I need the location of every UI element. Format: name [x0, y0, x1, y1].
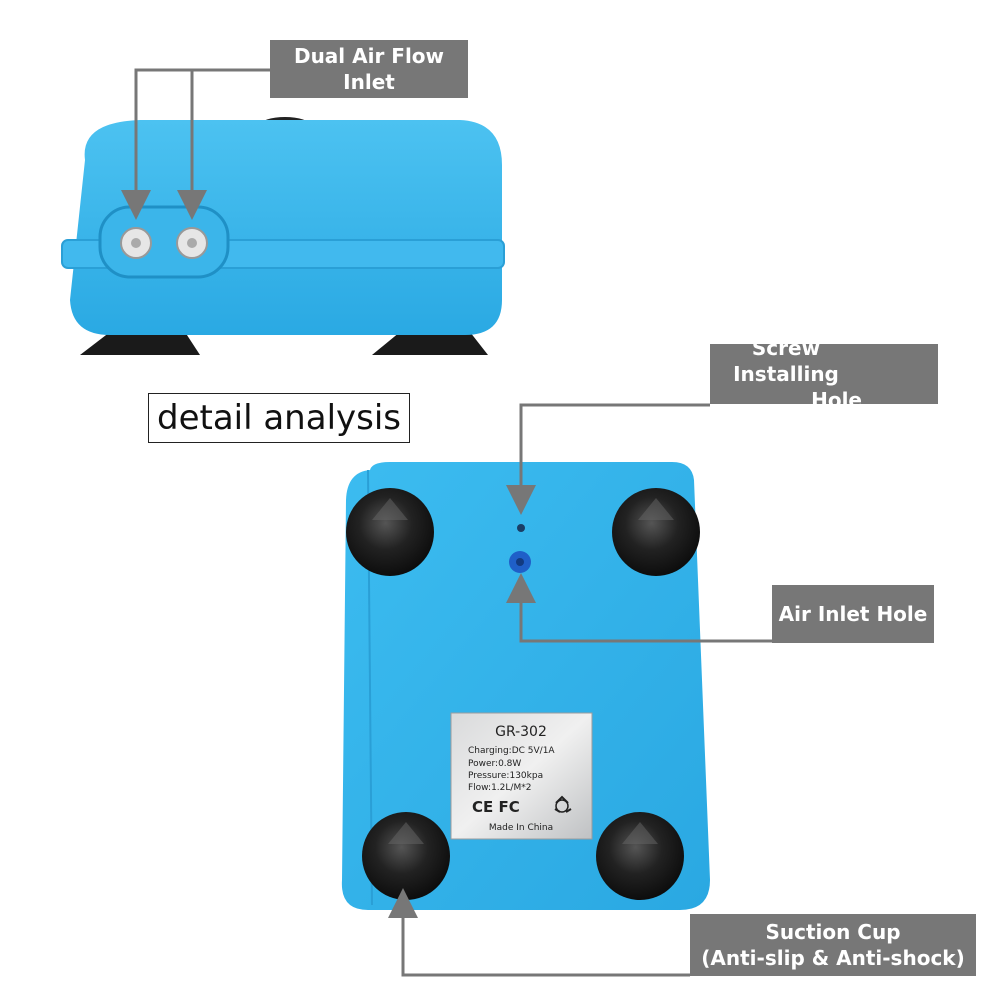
inlet-housing: [98, 205, 230, 279]
callout-dual-air-flow-inlet-text: Dual Air Flow Inlet: [293, 44, 445, 94]
screw-installing-hole: [517, 524, 525, 532]
pump-side-view: [61, 117, 505, 355]
label-plate: GR-302 Charging:DC 5V/1A Power:0.8W Pres…: [450, 712, 593, 840]
suction-cup-bottom-left: [362, 812, 450, 900]
suction-foot-left: [80, 332, 200, 355]
suction-foot-right: [372, 332, 488, 355]
plate-line-4: Flow:1.2L/M*2: [468, 783, 531, 793]
pump-bottom-view: GR-302 Charging:DC 5V/1A Power:0.8W Pres…: [341, 462, 710, 910]
plate-origin: Made In China: [489, 823, 553, 833]
suction-cup-bottom-right: [596, 812, 684, 900]
callout-screw-line1: Screw Installing: [733, 336, 839, 386]
plate-line-1: Charging:DC 5V/1A: [468, 746, 555, 756]
callout-screw-line2: Hole: [811, 388, 862, 412]
pump-body-side: [70, 120, 502, 335]
plate-line-2: Power:0.8W: [468, 759, 521, 769]
callout-air-inlet-hole-text: Air Inlet Hole: [778, 602, 928, 626]
plate-marks: CE FC: [472, 798, 520, 816]
suction-cup-top-left: [346, 488, 434, 576]
plate-model: GR-302: [495, 724, 547, 740]
suction-cup-top-right: [612, 488, 700, 576]
recycle-icon: [554, 795, 572, 813]
pump-body-bottom: [341, 462, 710, 910]
air-inlet-hole: [509, 551, 531, 573]
callout-suction-cup: Suction Cup (Anti-slip & Anti-shock): [690, 914, 976, 976]
callout-screw-installing-hole: Screw Installing Hole: [710, 336, 938, 412]
callout-dual-air-flow-inlet: Dual Air Flow Inlet: [270, 40, 468, 98]
detail-analysis-title: detail analysis: [148, 393, 410, 443]
plate-line-3: Pressure:130kpa: [468, 771, 543, 781]
leader-lines: [121, 68, 772, 977]
callout-air-inlet-hole: Air Inlet Hole: [772, 585, 934, 643]
detail-analysis-title-text: detail analysis: [156, 398, 402, 438]
callout-suction-line2: (Anti-slip & Anti-shock): [701, 946, 965, 970]
callout-suction-line1: Suction Cup: [765, 920, 901, 944]
